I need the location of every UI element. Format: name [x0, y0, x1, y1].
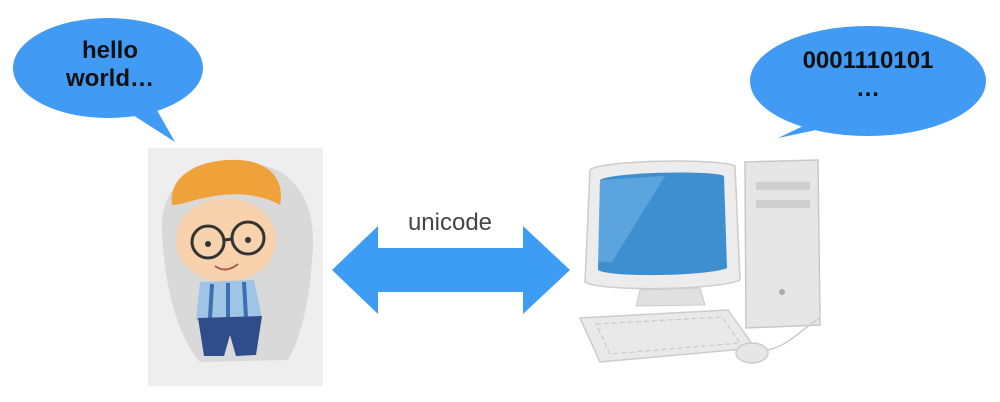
human-speech-text: hello world… [40, 37, 180, 93]
computer-speech-line-2: … [856, 75, 880, 102]
desktop-computer-icon [578, 159, 821, 364]
boy-with-glasses-icon [148, 148, 323, 386]
human-speech-line-2: world… [66, 65, 154, 92]
computer-speech-text: 0001110101 … [768, 47, 968, 103]
bidirectional-arrow [332, 226, 570, 314]
computer-speech-line-1: 0001110101 [802, 47, 934, 74]
arrow-label: unicode [407, 209, 493, 236]
human-speech-bubble [13, 18, 203, 142]
computer-speech-bubble [750, 26, 986, 138]
human-speech-line-1: hello [81, 37, 138, 64]
